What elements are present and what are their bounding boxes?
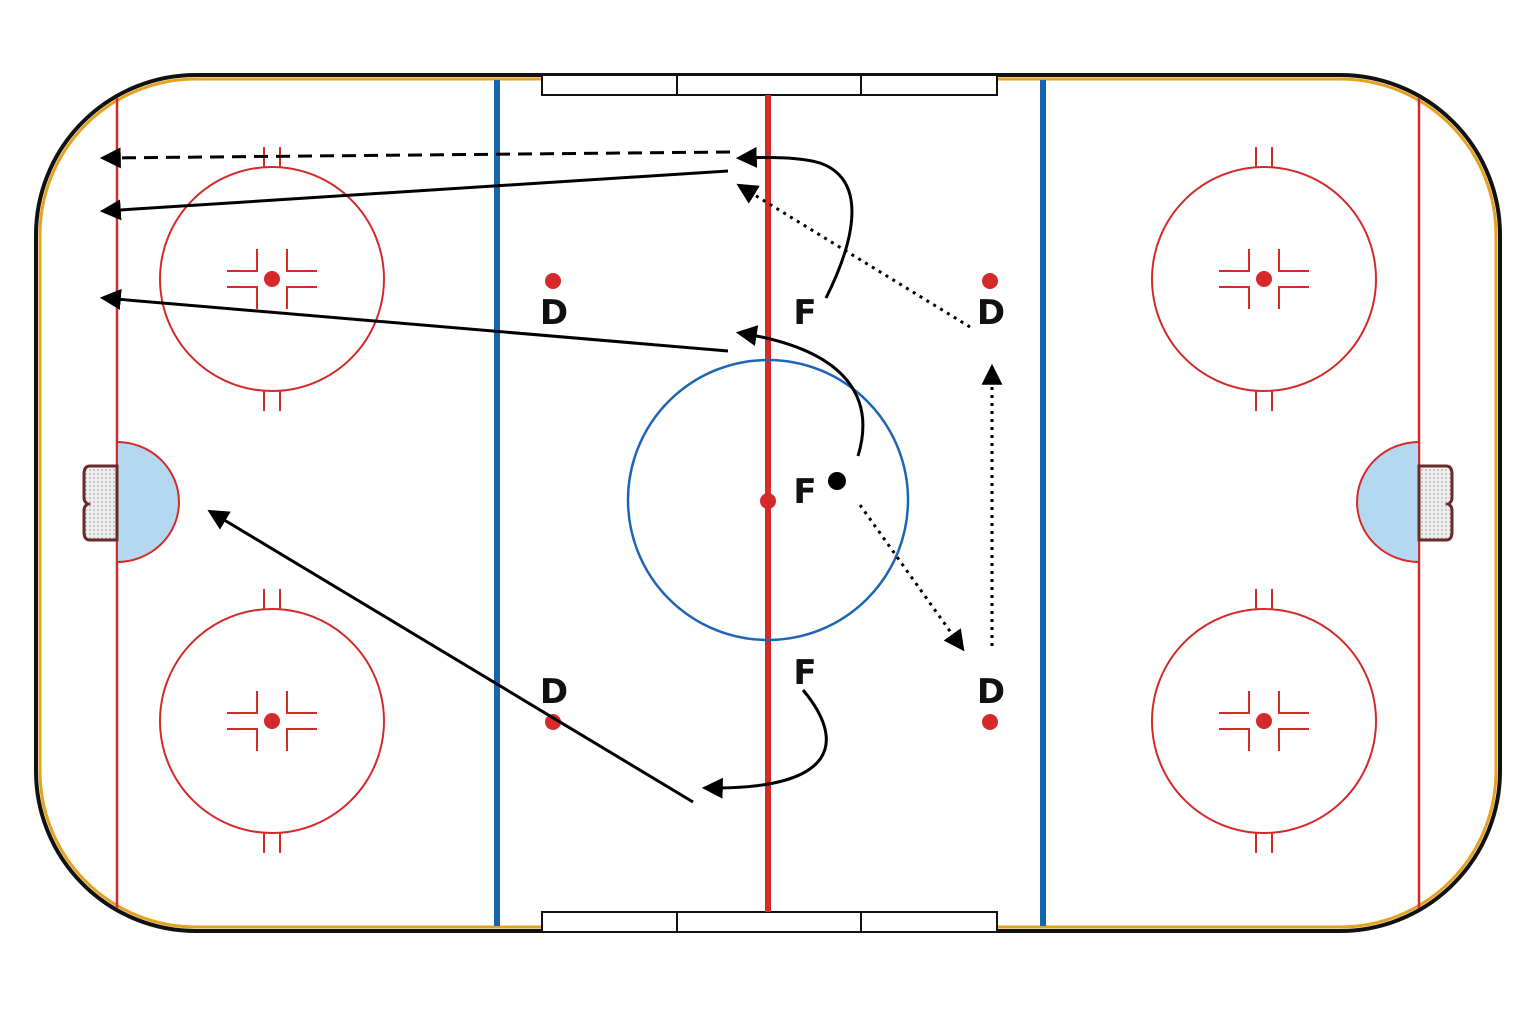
benches-top bbox=[541, 74, 998, 96]
puck bbox=[828, 472, 846, 490]
faceoff-circle-right-bottom bbox=[1151, 589, 1377, 853]
player-f-bottom: F bbox=[793, 653, 816, 693]
player-f-top: F bbox=[793, 293, 816, 333]
neutral-dot-left-bottom bbox=[545, 714, 561, 730]
player-d-right-upper: D bbox=[977, 293, 1005, 333]
player-markers: D D F F F D D bbox=[540, 293, 1005, 712]
play-routes bbox=[99, 146, 1003, 804]
player-d-right-lower: D bbox=[977, 672, 1005, 712]
center-faceoff-spot bbox=[760, 493, 776, 509]
faceoff-circle-right-top bbox=[1151, 147, 1377, 411]
faceoff-spot bbox=[264, 713, 280, 729]
pass-dotted-f-to-d bbox=[858, 504, 965, 652]
skate-curl-center-forward bbox=[735, 325, 865, 457]
neutral-dot-left-top bbox=[545, 273, 561, 289]
skate-curl-bottom-forward bbox=[701, 689, 828, 799]
faceoff-spot bbox=[264, 271, 280, 287]
skate-curl-top-forward bbox=[735, 146, 854, 299]
neutral-dot-right-top bbox=[982, 273, 998, 289]
neutral-dot-right-bottom bbox=[982, 714, 998, 730]
goal-net-right bbox=[1417, 464, 1454, 542]
faceoff-spot bbox=[1256, 713, 1272, 729]
player-d-left-lower: D bbox=[540, 672, 568, 712]
faceoff-circle-left-bottom bbox=[159, 589, 385, 853]
shot-line-upper bbox=[99, 169, 729, 221]
player-d-left-upper: D bbox=[540, 293, 568, 333]
goal-crease-left bbox=[116, 440, 180, 564]
center-faceoff-circle bbox=[626, 358, 910, 642]
pass-dotted-d-to-top bbox=[736, 183, 971, 329]
benches-bottom bbox=[541, 911, 998, 933]
player-f-center: F bbox=[793, 472, 816, 512]
faceoff-spot bbox=[1256, 271, 1272, 287]
shot-line-middle bbox=[99, 288, 729, 353]
goal-net-left bbox=[82, 464, 119, 542]
goal-crease-right bbox=[1356, 440, 1420, 564]
pass-dashed-to-left-boards bbox=[99, 147, 731, 169]
shot-line-lower bbox=[207, 509, 694, 804]
